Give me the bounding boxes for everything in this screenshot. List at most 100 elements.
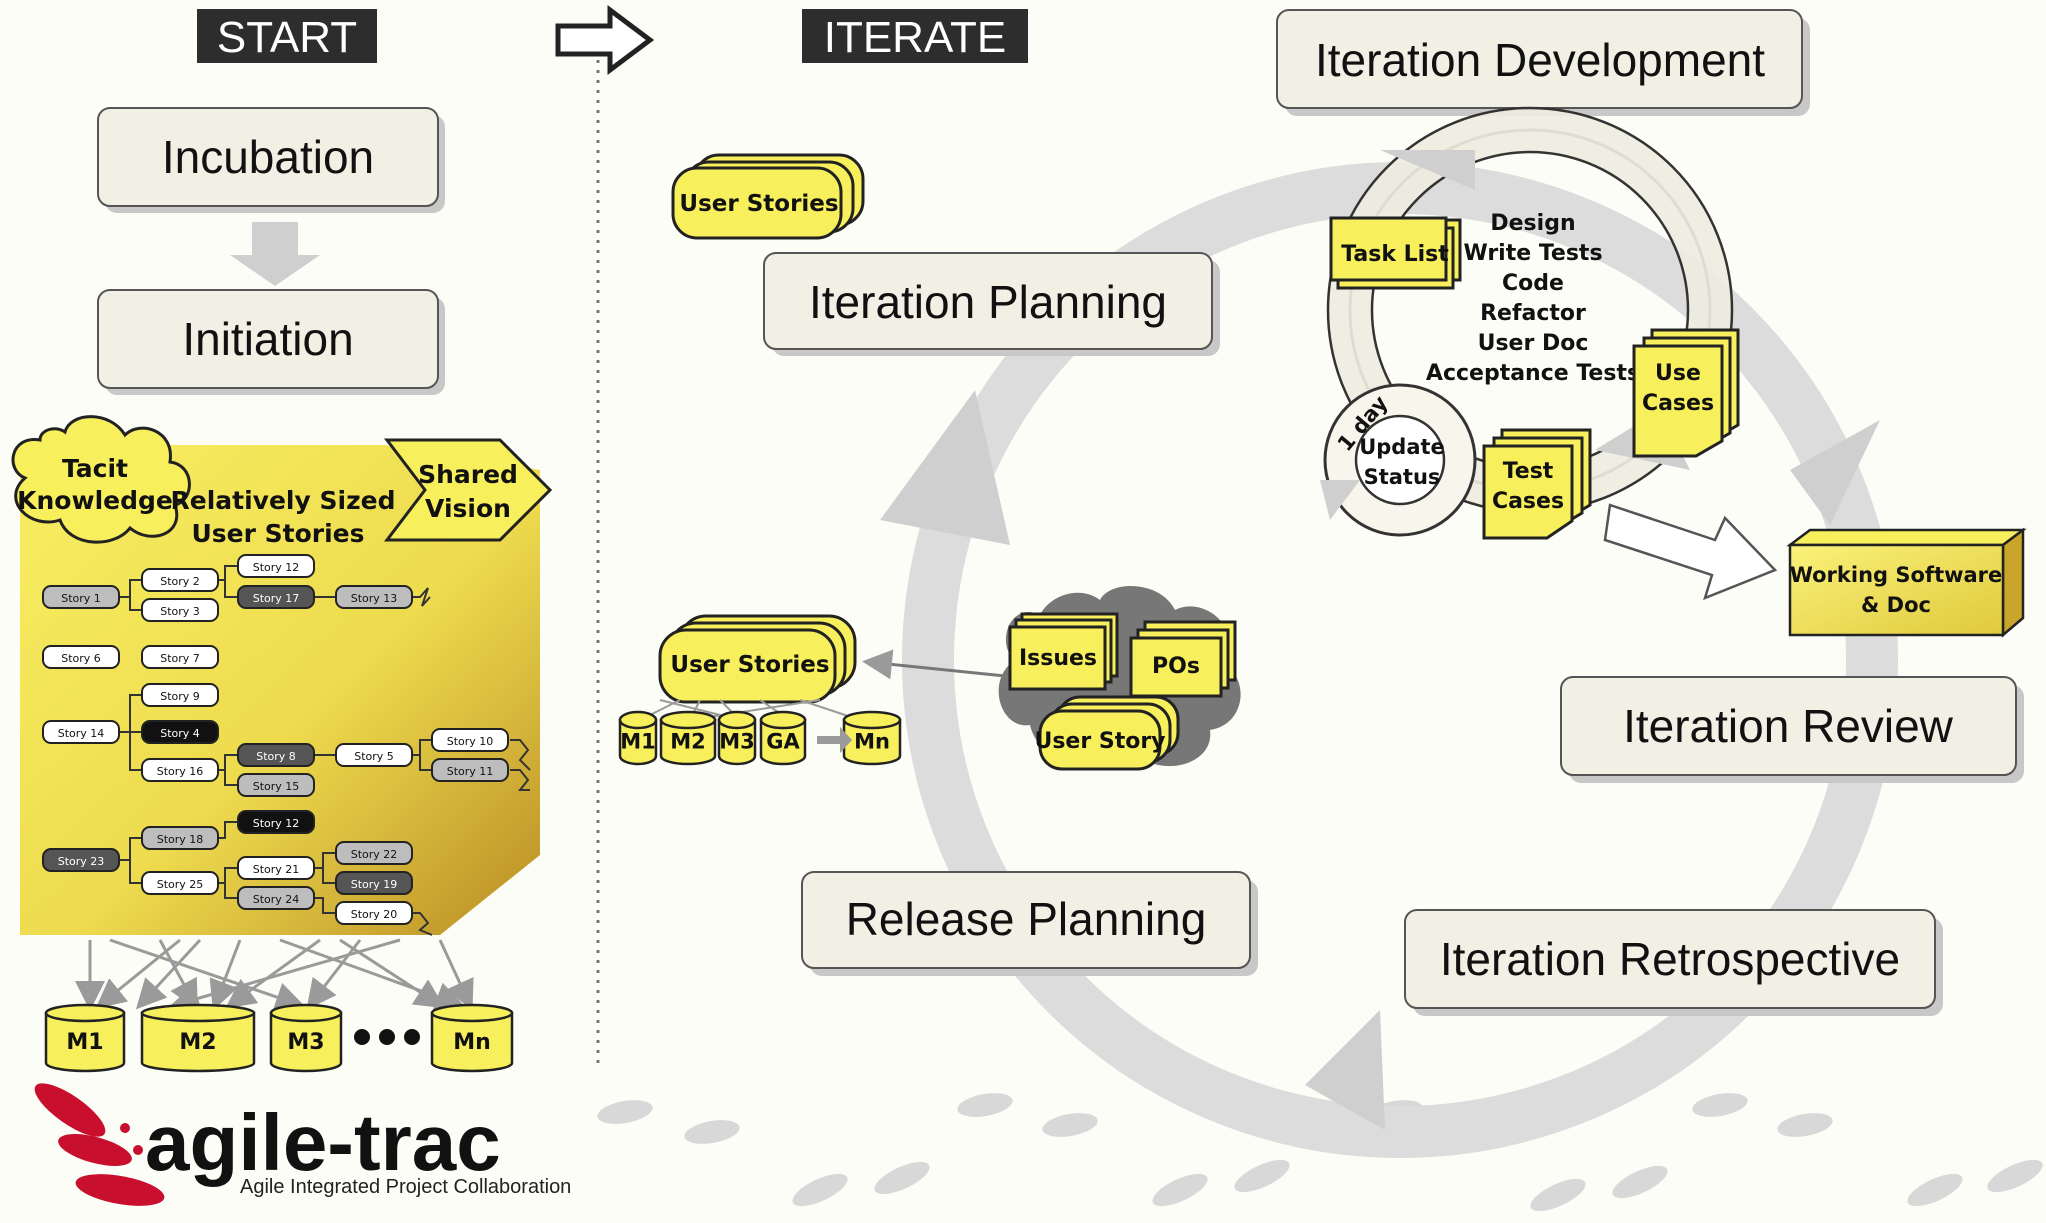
milestone-arrows bbox=[75, 938, 474, 1013]
story-chip: Story 16 bbox=[141, 758, 219, 782]
svg-text:START: START bbox=[217, 13, 357, 62]
story-chip: Story 12 bbox=[237, 810, 315, 834]
story-chip: Story 17 bbox=[237, 585, 315, 609]
svg-text:Story 10: Story 10 bbox=[447, 735, 494, 748]
story-chip: Story 4 bbox=[141, 720, 219, 744]
story-chip: Story 15 bbox=[237, 773, 315, 797]
story-chip: Story 11 bbox=[431, 758, 509, 782]
story-chip: Story 10 bbox=[431, 728, 509, 752]
down-arrow-icon bbox=[230, 222, 320, 286]
user-stories-top-stack: User Stories bbox=[671, 153, 865, 240]
svg-text:Incubation: Incubation bbox=[162, 131, 374, 183]
svg-text:agile-trac: agile-trac bbox=[145, 1098, 501, 1187]
svg-text:User Story: User Story bbox=[1034, 729, 1165, 754]
svg-text:POs: POs bbox=[1152, 654, 1200, 679]
story-chip: Story 1 bbox=[42, 585, 120, 609]
cycle-arrow-bottom bbox=[1305, 1010, 1385, 1130]
task-list-stack: Task List bbox=[1329, 216, 1462, 290]
milestone-cylinder: M2 bbox=[140, 1003, 256, 1073]
shared-vision-banner: Shared Vision bbox=[383, 438, 553, 542]
svg-text:M3: M3 bbox=[719, 730, 755, 754]
svg-text:Status: Status bbox=[1364, 465, 1441, 489]
svg-text:Shared: Shared bbox=[418, 460, 518, 489]
milestones-left: M1 M2 M3 Mn bbox=[44, 1003, 514, 1073]
svg-text:Issues: Issues bbox=[1019, 646, 1097, 671]
svg-text:User Stories: User Stories bbox=[670, 652, 829, 678]
forward-arrow-icon bbox=[555, 5, 655, 75]
iteration-planning-box: Iteration Planning bbox=[763, 252, 1220, 356]
svg-text:Iteration Planning: Iteration Planning bbox=[809, 276, 1167, 328]
svg-text:Story 7: Story 7 bbox=[160, 652, 200, 665]
svg-text:Story 20: Story 20 bbox=[351, 908, 398, 921]
svg-text:Iteration Development: Iteration Development bbox=[1315, 34, 1765, 86]
start-header: START bbox=[197, 9, 377, 63]
milestone-cylinder: M1 bbox=[618, 710, 658, 766]
svg-text:Story 18: Story 18 bbox=[157, 833, 204, 846]
svg-text:Story 11: Story 11 bbox=[447, 765, 494, 778]
svg-text:M2: M2 bbox=[670, 730, 706, 754]
svg-text:M1: M1 bbox=[620, 730, 656, 754]
svg-text:Story 1: Story 1 bbox=[61, 592, 101, 605]
svg-text:Story 21: Story 21 bbox=[253, 863, 300, 876]
tacit-knowledge-cloud: Tacit Knowledge bbox=[11, 415, 191, 544]
svg-text:Iteration Retrospective: Iteration Retrospective bbox=[1440, 933, 1900, 985]
svg-text:Story 9: Story 9 bbox=[160, 690, 200, 703]
svg-text:Release Planning: Release Planning bbox=[846, 893, 1207, 945]
release-arrow-icon bbox=[817, 727, 852, 753]
svg-text:M1: M1 bbox=[66, 1030, 103, 1055]
svg-text:Story 24: Story 24 bbox=[253, 893, 300, 906]
milestone-cylinder: M3 bbox=[269, 1003, 343, 1073]
svg-text:Vision: Vision bbox=[425, 494, 511, 523]
story-chip: Story 13 bbox=[335, 585, 413, 609]
story-chip: Story 19 bbox=[335, 871, 413, 895]
story-chip: Story 20 bbox=[335, 901, 413, 925]
svg-text:Task List: Task List bbox=[1341, 242, 1449, 267]
svg-text:User Stories: User Stories bbox=[191, 519, 364, 548]
svg-text:Agile Integrated Project Colla: Agile Integrated Project Collaboration bbox=[240, 1176, 571, 1198]
story-chip: Story 14 bbox=[42, 720, 120, 744]
story-chip: Story 23 bbox=[42, 848, 120, 872]
svg-text:Working Software: Working Software bbox=[1790, 563, 2003, 587]
iterate-header: ITERATE bbox=[802, 9, 1028, 63]
pos-stack: POs bbox=[1129, 620, 1237, 698]
svg-text:Story 17: Story 17 bbox=[253, 592, 300, 605]
svg-text:Story 4: Story 4 bbox=[160, 727, 200, 740]
svg-text:Update: Update bbox=[1359, 435, 1445, 459]
svg-text:M3: M3 bbox=[287, 1030, 324, 1055]
test-cases-stack: Test Cases bbox=[1482, 428, 1592, 540]
story-chip: Story 7 bbox=[141, 645, 219, 669]
svg-text:Story 14: Story 14 bbox=[58, 727, 105, 740]
svg-text:Mn: Mn bbox=[854, 730, 890, 754]
story-chip: Story 25 bbox=[141, 871, 219, 895]
milestone-cylinder: M1 bbox=[44, 1003, 126, 1073]
story-map-connectors bbox=[118, 565, 531, 936]
iteration-review-box: Iteration Review bbox=[1560, 676, 2024, 783]
relatively-sized-label: Relatively Sized User Stories bbox=[171, 486, 396, 548]
svg-text:GA: GA bbox=[766, 730, 800, 754]
cycle-arrow-upper-left bbox=[880, 390, 1010, 545]
svg-text:Story 15: Story 15 bbox=[253, 780, 300, 793]
svg-text:Mn: Mn bbox=[453, 1030, 491, 1055]
story-chip: Story 9 bbox=[141, 683, 219, 707]
story-chips: Story 1 Story 2 Story 3 Story 12 Story 17 Sto… bbox=[42, 554, 509, 925]
incubation-box: Incubation bbox=[97, 107, 445, 213]
story-chip: Story 6 bbox=[42, 645, 120, 669]
milestone-cylinder: GA bbox=[759, 710, 807, 766]
svg-text:Test: Test bbox=[1503, 459, 1554, 484]
svg-text:Cases: Cases bbox=[1642, 391, 1714, 416]
svg-text:Story 3: Story 3 bbox=[160, 605, 200, 618]
story-chip: Story 24 bbox=[237, 886, 315, 910]
svg-text:ITERATE: ITERATE bbox=[824, 13, 1007, 62]
agile-trac-logo: agile-trac Agile Integrated Project Coll… bbox=[34, 1083, 571, 1206]
issues-stack: Issues bbox=[1008, 612, 1119, 691]
story-chip: Story 8 bbox=[237, 743, 315, 767]
story-map-panel bbox=[20, 445, 540, 935]
svg-text:Initiation: Initiation bbox=[182, 313, 353, 365]
story-chip: Story 2 bbox=[141, 568, 219, 592]
svg-text:Story 12: Story 12 bbox=[253, 561, 300, 574]
issues-to-stories-arrow bbox=[862, 649, 1006, 680]
iteration-retrospective-box: Iteration Retrospective bbox=[1404, 909, 1943, 1016]
svg-text:Story 25: Story 25 bbox=[157, 878, 204, 891]
